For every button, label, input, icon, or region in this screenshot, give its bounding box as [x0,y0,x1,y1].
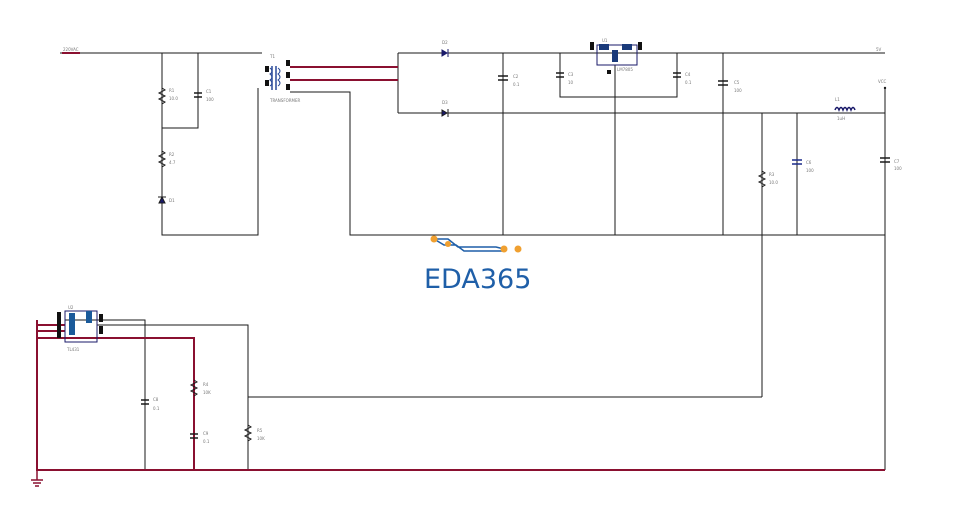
c7-ref: C7 [894,159,900,164]
d1-ref: D1 [169,198,175,203]
u2-value: TL431 [66,347,80,352]
r5-ref: R5 [257,428,263,433]
resistors [157,87,856,442]
capacitor-c8 [141,399,149,405]
r5-value: 10K [257,436,265,441]
c4-value: 0.1 [685,80,692,85]
u1-value: LM7805 [617,67,633,72]
capacitor-c7 [880,157,890,163]
net-label-input: 220VAC [63,47,79,52]
c1-ref: C1 [206,89,212,94]
l1-value: 1uH [837,116,845,121]
resistor-r2 [157,150,167,168]
c6-value: 100 [806,168,814,173]
net-label-output: 5V [876,47,882,52]
diode-d2 [441,49,449,57]
c6-ref: C6 [806,160,812,165]
logo-traces [433,238,505,252]
resistor-r3 [757,170,767,188]
u1-ref: U1 [602,38,608,43]
c5-value: 100 [734,88,742,93]
ground-symbol [31,470,43,487]
c4-ref: C4 [685,72,691,77]
l1-ref: L1 [835,97,840,102]
r1-value: 10.0 [169,96,178,101]
r1-ref: R1 [169,88,175,93]
diode-d3 [441,109,449,117]
capacitor-c9 [190,433,198,439]
resistor-r5 [243,424,253,442]
c1-value: 100 [206,97,214,102]
resistor-r4 [189,379,199,397]
diodes [158,49,449,204]
r3-value: 10.0 [769,180,778,185]
c9-ref: C9 [203,431,209,436]
r2-value: 4.7 [169,160,176,165]
capacitors [141,72,890,439]
c8-value: 0.1 [153,406,160,411]
transformer-t1 [265,60,290,90]
u2-ref: U2 [68,305,74,310]
r4-ref: R4 [203,382,209,387]
d3-ref: D3 [442,100,448,105]
capacitor-c2 [498,75,508,81]
r2-ref: R2 [169,152,175,157]
net-label-vcc: VCC [878,79,887,84]
eda365-logo: EDA365 [424,235,531,295]
c3-value: 10 [568,80,574,85]
resistor-r1 [157,87,167,105]
c2-ref: C2 [513,74,519,79]
junction-dots [883,86,887,90]
regulator-u2 [57,310,103,343]
logo-pad [514,245,522,253]
c9-value: 0.1 [203,439,210,444]
diode-d1 [158,195,166,204]
c3-ref: C3 [568,72,574,77]
c2-value: 0.1 [513,82,520,87]
labels: 220VAC 5V VCC R1 10.0 C1 100 R2 4.7 D1 T… [63,38,902,444]
c8-ref: C8 [153,397,159,402]
r4-value: 10K [203,390,211,395]
c7-value: 100 [894,166,902,171]
logo-pad [445,241,451,247]
t1-ref: T1 [269,54,275,59]
d2-ref: D2 [442,40,448,45]
capacitor-c6 [792,159,802,165]
wires [36,52,886,471]
logo-pad [500,245,508,253]
inductor-l1 [834,106,856,113]
logo-pad [430,235,438,243]
r3-ref: R3 [769,172,775,177]
capacitor-c4 [673,72,681,78]
c5-ref: C5 [734,80,740,85]
capacitor-c1 [194,92,202,98]
capacitor-c3 [556,72,564,78]
capacitor-c5 [718,80,728,86]
regulator-u1 [590,42,642,74]
t1-value: TRANSFORMER [269,98,301,103]
logo-text: EDA365 [424,264,531,295]
